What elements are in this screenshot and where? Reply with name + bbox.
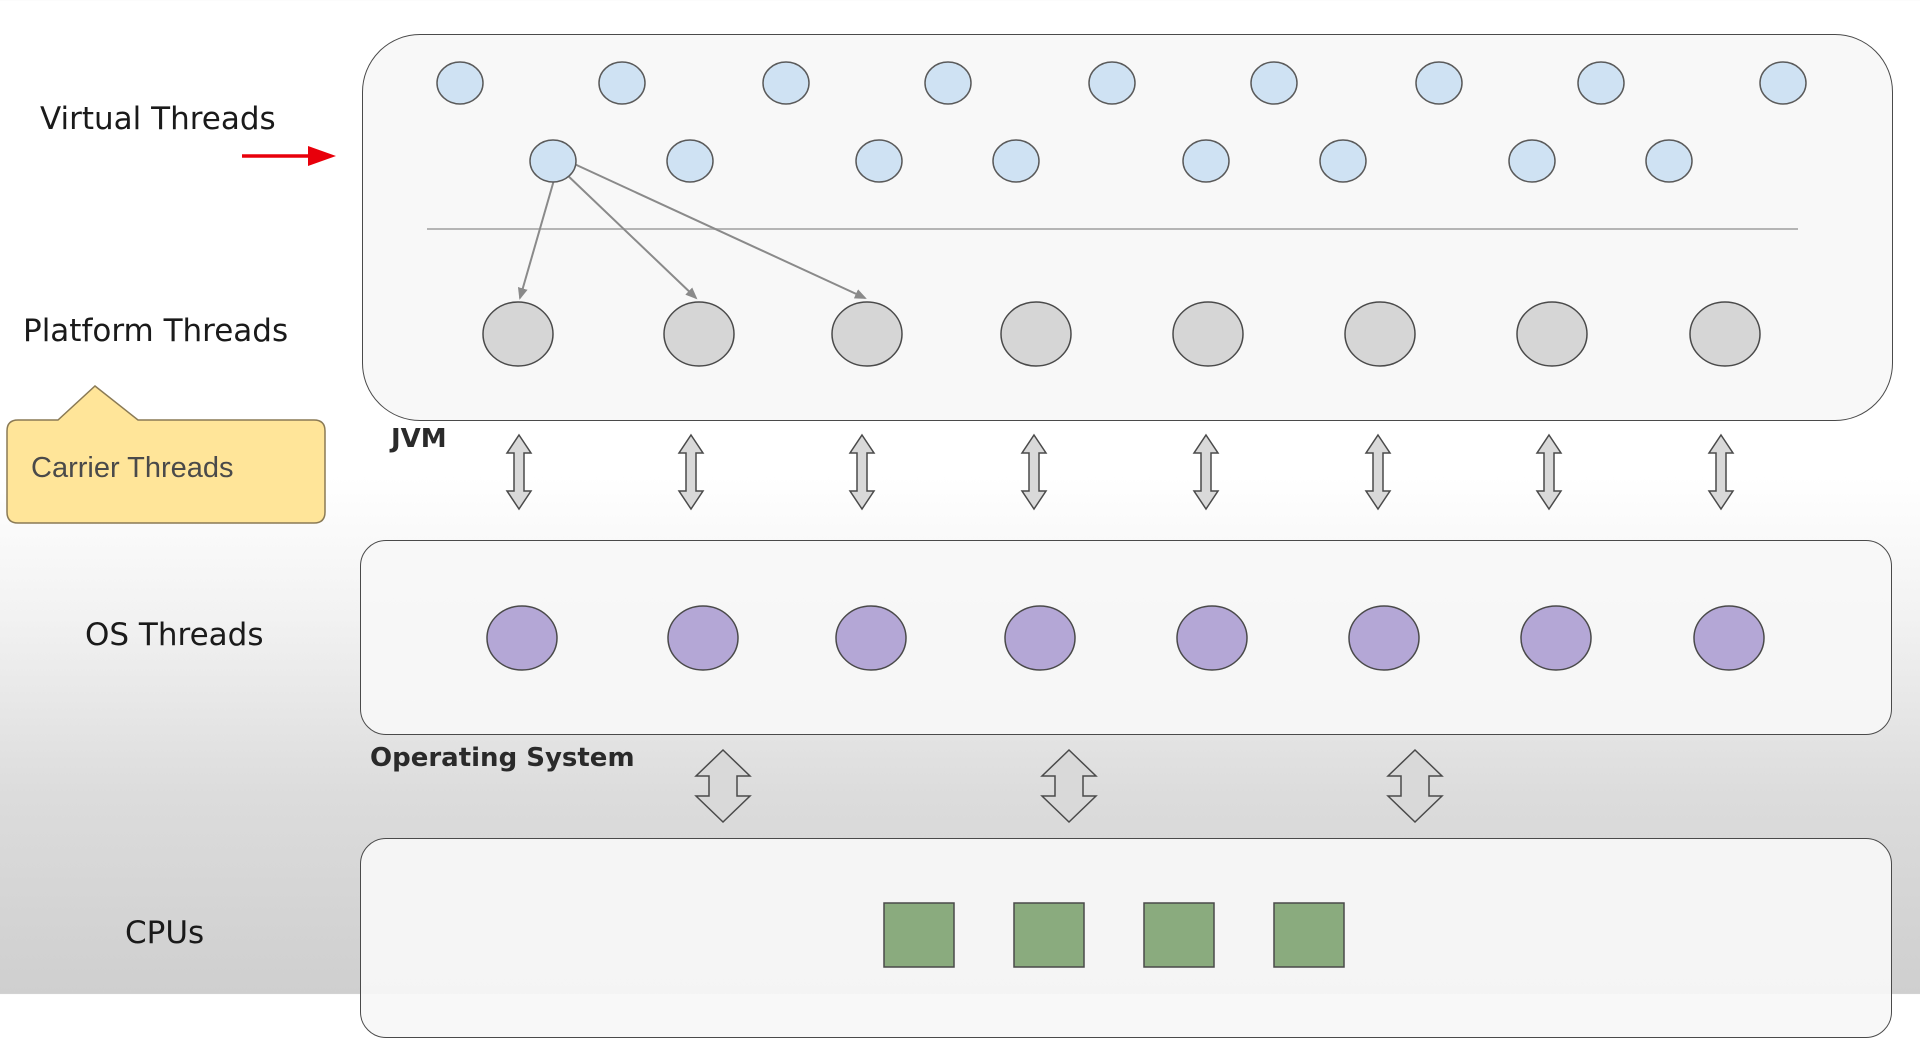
carrier-threads-callout bbox=[6, 385, 326, 524]
virtual-thread bbox=[1088, 61, 1136, 105]
double-arrow-icon bbox=[505, 433, 533, 511]
virtual-thread bbox=[1415, 61, 1463, 105]
virtual-thread bbox=[666, 139, 714, 183]
os-thread bbox=[667, 605, 739, 671]
virtual-thread bbox=[1319, 139, 1367, 183]
os-cpu-arrows bbox=[694, 748, 1444, 824]
double-arrow-icon bbox=[1535, 433, 1563, 511]
virtual-threads-label: Virtual Threads bbox=[40, 101, 276, 137]
red-pointer-arrow-icon bbox=[242, 146, 336, 166]
platform-thread bbox=[1516, 301, 1588, 367]
threads-diagram bbox=[6, 61, 1807, 968]
double-arrow-icon bbox=[1364, 433, 1392, 511]
platform-thread bbox=[663, 301, 735, 367]
os-thread bbox=[486, 605, 558, 671]
jvm-label: JVM bbox=[391, 424, 447, 454]
platform-thread bbox=[1344, 301, 1416, 367]
virtual-thread bbox=[1645, 139, 1693, 183]
cpus-label: CPUs bbox=[125, 915, 205, 951]
cpu bbox=[1143, 902, 1215, 968]
virtual-thread bbox=[598, 61, 646, 105]
double-arrow-icon bbox=[677, 433, 705, 511]
double-arrow-icon bbox=[848, 433, 876, 511]
platform-thread bbox=[482, 301, 554, 367]
virtual-thread bbox=[762, 61, 810, 105]
double-arrow-icon bbox=[1707, 433, 1735, 511]
virtual-thread bbox=[1182, 139, 1230, 183]
mount-arrow bbox=[569, 161, 867, 299]
platform-threads-row bbox=[482, 301, 1761, 367]
cpu bbox=[1013, 902, 1085, 968]
virtual-thread bbox=[1577, 61, 1625, 105]
platform-thread bbox=[1000, 301, 1072, 367]
mount-arrow bbox=[517, 179, 555, 300]
virtual-thread bbox=[529, 139, 577, 183]
double-arrow-icon bbox=[1386, 748, 1444, 824]
platform-thread bbox=[831, 301, 903, 367]
os-thread bbox=[1004, 605, 1076, 671]
double-arrow-icon bbox=[694, 748, 752, 824]
os-thread bbox=[1348, 605, 1420, 671]
virtual-thread bbox=[992, 139, 1040, 183]
platform-thread bbox=[1172, 301, 1244, 367]
os-threads-label: OS Threads bbox=[85, 617, 264, 653]
virtual-thread bbox=[855, 139, 903, 183]
os-threads-row bbox=[486, 605, 1765, 671]
os-thread bbox=[1693, 605, 1765, 671]
double-arrow-icon bbox=[1192, 433, 1220, 511]
cpus-row bbox=[883, 902, 1345, 968]
virtual-threads-row-1 bbox=[436, 61, 1807, 105]
mount-arrows bbox=[517, 161, 867, 300]
os-thread bbox=[1176, 605, 1248, 671]
cpu bbox=[1273, 902, 1345, 968]
virtual-thread bbox=[1508, 139, 1556, 183]
os-thread bbox=[1520, 605, 1592, 671]
virtual-thread bbox=[924, 61, 972, 105]
jvm-os-arrows bbox=[505, 433, 1735, 511]
platform-threads-label: Platform Threads bbox=[23, 313, 289, 349]
os-panel bbox=[360, 540, 1892, 735]
cpu bbox=[883, 902, 955, 968]
virtual-thread bbox=[1759, 61, 1807, 105]
virtual-thread bbox=[1250, 61, 1298, 105]
double-arrow-icon bbox=[1020, 433, 1048, 511]
mount-arrow bbox=[563, 171, 698, 300]
double-arrow-icon bbox=[1040, 748, 1098, 824]
operating-system-label: Operating System bbox=[370, 743, 635, 773]
os-thread bbox=[835, 605, 907, 671]
virtual-thread bbox=[436, 61, 484, 105]
platform-thread bbox=[1689, 301, 1761, 367]
carrier-threads-label: Carrier Threads bbox=[31, 452, 234, 484]
virtual-threads-row-2 bbox=[529, 139, 1693, 183]
